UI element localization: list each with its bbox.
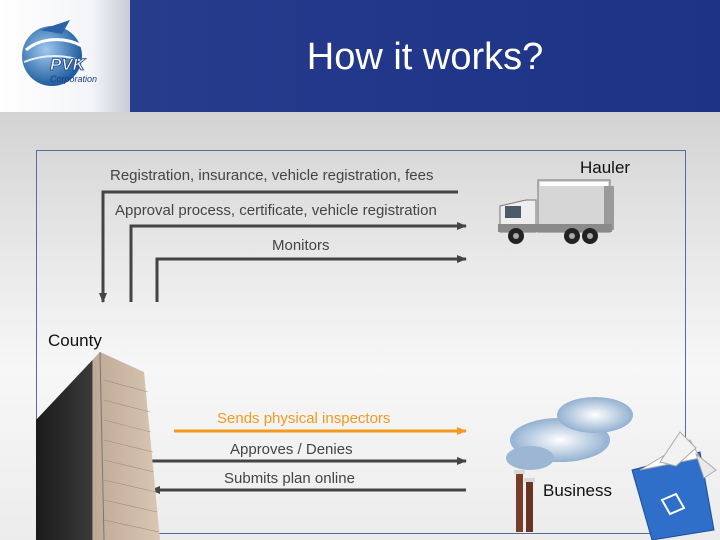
diagram-frame [36, 150, 686, 534]
flow-submits-label: Submits plan online [224, 470, 355, 487]
smokestack-icon [506, 397, 633, 532]
flow-registration-arrow [99, 190, 458, 303]
actor-county: County [48, 331, 102, 350]
recycling-bin-icon [631, 431, 717, 540]
logo-text: PVK [50, 55, 87, 74]
flow-monitors-arrow [155, 255, 467, 302]
globe-logo-icon: PVK Corporation [22, 20, 97, 86]
actor-business: Business [543, 481, 612, 500]
slide-title: How it works? [306, 36, 544, 78]
actor-hauler: Hauler [580, 158, 631, 177]
logo-panel: PVK Corporation [0, 0, 130, 112]
flow-registration-label: Registration, insurance, vehicle registr… [110, 167, 434, 184]
flow-approves-label: Approves / Denies [230, 441, 353, 458]
garbage-truck-icon [498, 179, 614, 244]
flow-monitors-label: Monitors [272, 237, 330, 254]
logo-subtext: Corporation [50, 74, 97, 84]
flow-inspectors-label: Sends physical inspectors [217, 410, 391, 427]
flow-approval-label: Approval process, certificate, vehicle r… [115, 202, 437, 219]
flow-approval-arrow [129, 222, 467, 302]
skyscraper-icon [36, 351, 160, 540]
